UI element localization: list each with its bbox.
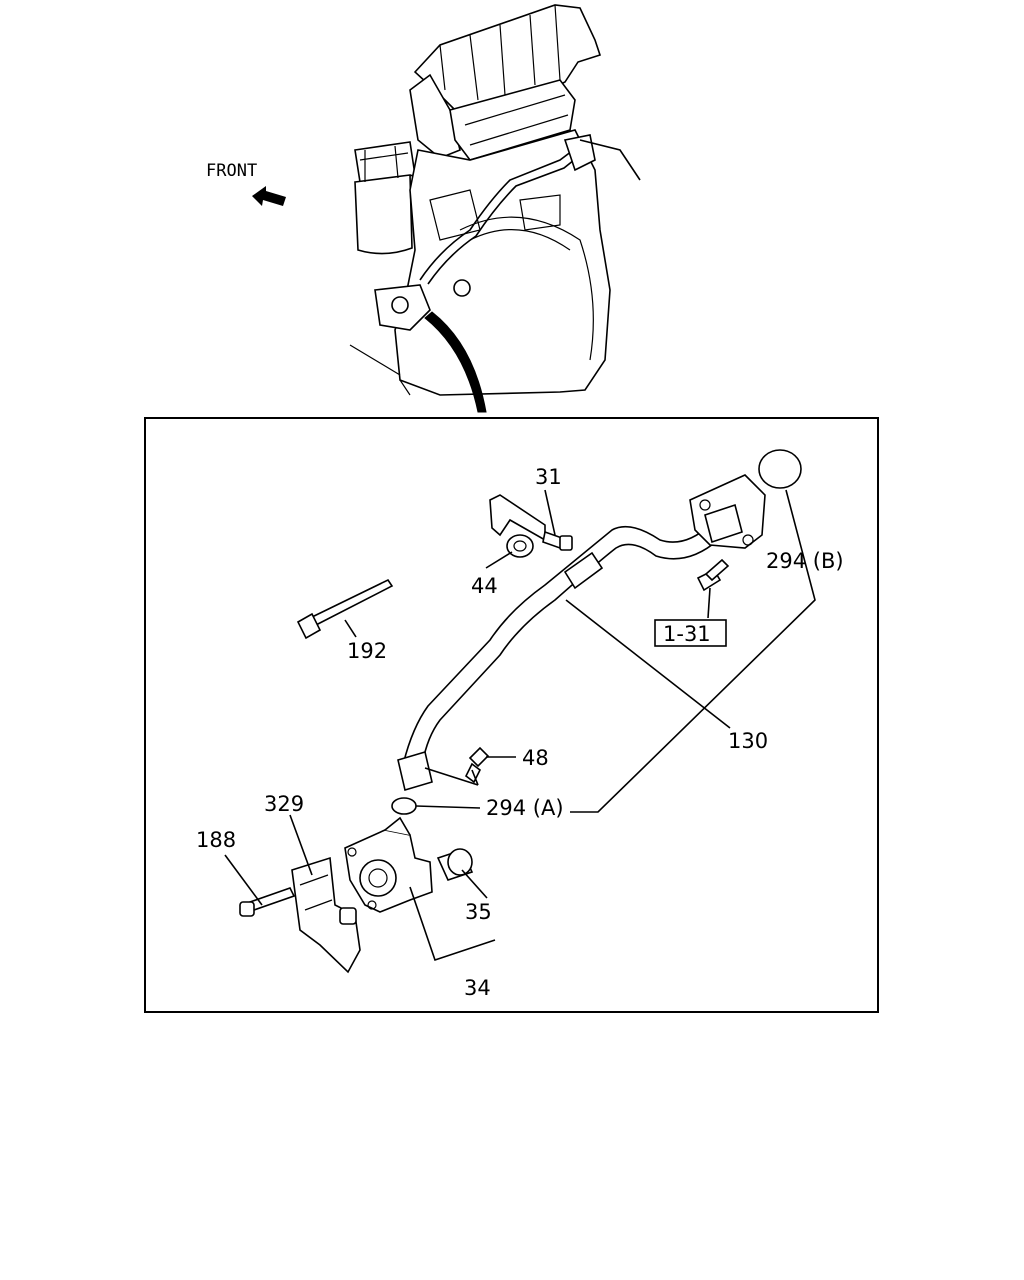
detail-parts xyxy=(239,449,802,974)
callout-1-31-box xyxy=(654,619,727,647)
front-arrow-icon xyxy=(252,186,286,206)
part-thermostat-housing xyxy=(689,474,766,549)
callout-31: 31 xyxy=(535,465,562,489)
part-294a-oring xyxy=(391,797,417,815)
callout-48: 48 xyxy=(522,746,549,770)
callout-329: 329 xyxy=(264,792,304,816)
part-34-water-outlet xyxy=(344,816,433,913)
front-label: FRONT xyxy=(206,161,257,181)
part-1-31-bolt xyxy=(696,558,730,592)
part-294b-oring xyxy=(758,449,802,489)
callout-294a: 294 (A) xyxy=(486,796,564,820)
part-188-bolt xyxy=(239,887,296,917)
callout-192: 192 xyxy=(347,639,387,663)
leader-lines xyxy=(224,489,816,962)
callout-34: 34 xyxy=(464,976,491,1000)
callout-130: 130 xyxy=(728,729,768,753)
callout-labels: 31 44 192 294 (B) 1-31 130 48 294 (A) 32… xyxy=(196,465,844,1000)
engine-overview xyxy=(349,4,641,413)
callout-188: 188 xyxy=(196,828,236,852)
front-indicator: FRONT xyxy=(206,161,286,206)
callout-1-31: 1-31 xyxy=(663,622,711,646)
part-329-bracket xyxy=(291,856,361,974)
detail-frame xyxy=(144,417,879,1013)
part-31-bolt xyxy=(542,530,573,551)
callout-35: 35 xyxy=(465,900,492,924)
callout-294b: 294 (B) xyxy=(766,549,844,573)
callout-44: 44 xyxy=(471,574,498,598)
part-130-water-pipe xyxy=(397,524,719,792)
part-192-cable-tie xyxy=(296,578,394,640)
part-44-clamp xyxy=(489,494,546,558)
part-48-bolt xyxy=(464,746,490,784)
